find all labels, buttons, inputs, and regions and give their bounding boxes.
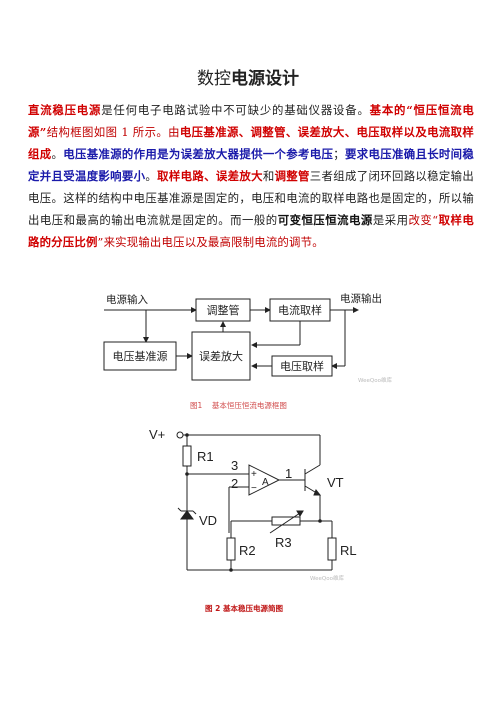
para-run: 三者组成了闭环回路以稳定输出电压。这样的结构中电压基准源是固定的，电压和电流的取…	[28, 169, 474, 227]
figure-1-caption: 图1 基本恒压恒流电源框图	[190, 400, 287, 411]
error-amp-box	[191, 331, 251, 381]
para-run: ；	[333, 147, 345, 161]
para-run: 。	[145, 169, 158, 183]
figure-2-caption: 图 2 基本稳压电源简图	[205, 603, 283, 614]
r2-label: R2	[239, 543, 256, 558]
r1-resistor	[182, 445, 192, 467]
title-prefix: 数控	[197, 69, 231, 89]
title-suffix: 电源设计	[231, 69, 299, 89]
para-run: 电压基准源、调整管、误差放大、电压取样以及电流取样 组成	[28, 125, 474, 161]
plus-sign: +	[251, 469, 257, 480]
rl-label: RL	[340, 543, 357, 558]
input-label: 电源输入	[106, 293, 148, 306]
para-run: 取样电路的分压比例	[28, 213, 474, 249]
r3-label: R3	[275, 535, 292, 550]
para-run: 要求电压准确且长时间稳定并且受温度影响要小	[28, 147, 475, 183]
caption-num: 图1	[190, 401, 203, 410]
para-run: 是任何电子电路试验中不可缺少的基础仪器设备。	[101, 103, 370, 117]
page-title: 数控电源设计	[0, 64, 496, 89]
minus-sign: −	[251, 483, 257, 494]
output-label: 电源输出	[340, 292, 382, 305]
vref-label: 电压基准源	[113, 349, 168, 363]
r2-resistor	[226, 537, 236, 561]
para-run: 改变“	[408, 213, 439, 227]
pin2-label: 2	[231, 476, 238, 491]
intro-paragraph: 直流稳压电源是任何电子电路试验中不可缺少的基础仪器设备。基本的“恒压恒流电源”结…	[28, 99, 474, 253]
para-run: 。	[51, 147, 64, 161]
para-run: 直流稳压电源	[28, 103, 102, 117]
vplus-terminal	[176, 431, 184, 439]
circuit-diagram: V+ R1 3 2 1 VT VD R2 R3 RL + − A WeeQoo维…	[149, 427, 357, 582]
pin1-label: 1	[285, 466, 292, 481]
amp-label: A	[262, 477, 269, 488]
vd-label: VD	[199, 513, 217, 528]
para-run: 是采用	[372, 213, 409, 227]
para-run: 和	[262, 169, 275, 183]
vt-label: VT	[327, 475, 344, 490]
watermark: WeeQoo维库	[310, 574, 344, 582]
para-run: 可变恒压恒流电源	[277, 213, 373, 227]
rl-resistor	[327, 537, 337, 561]
voltage-sample-label: 电压取样	[280, 359, 324, 373]
para-run: 取样电路、误差放大	[157, 169, 263, 183]
caption-text: 基本恒压恒流电源框图	[211, 401, 287, 410]
current-sample-label: 电流取样	[278, 303, 322, 317]
block-diagram: 电源输入 电源输出 调整管 电流取样 电压基准源 误差放大 电压取样 WeeQo…	[103, 292, 392, 384]
para-run: ”来实现输出电压以及最高限制电流的调节。	[97, 235, 324, 249]
r1-label: R1	[197, 449, 214, 464]
pin3-label: 3	[231, 458, 238, 473]
vplus-label: V+	[149, 427, 165, 442]
para-run: 调整管	[274, 169, 310, 183]
para-run: 基本的“恒压恒流电源”	[28, 103, 475, 139]
r3-resistor	[271, 516, 301, 526]
op-amp	[248, 464, 281, 496]
caption-num: 图 2	[205, 604, 221, 613]
vref-box	[103, 341, 177, 371]
para-run: 电压基准源的作用是为误差放大器提供一个参考电压	[63, 147, 334, 161]
adjust-label: 调整管	[207, 303, 240, 317]
caption-text: 基本稳压电源简图	[222, 604, 283, 613]
watermark: WeeQoo维库	[358, 376, 392, 384]
error-amp-label: 误差放大	[199, 349, 243, 363]
para-run: 结构框图如图 1 所示。由	[46, 125, 180, 139]
